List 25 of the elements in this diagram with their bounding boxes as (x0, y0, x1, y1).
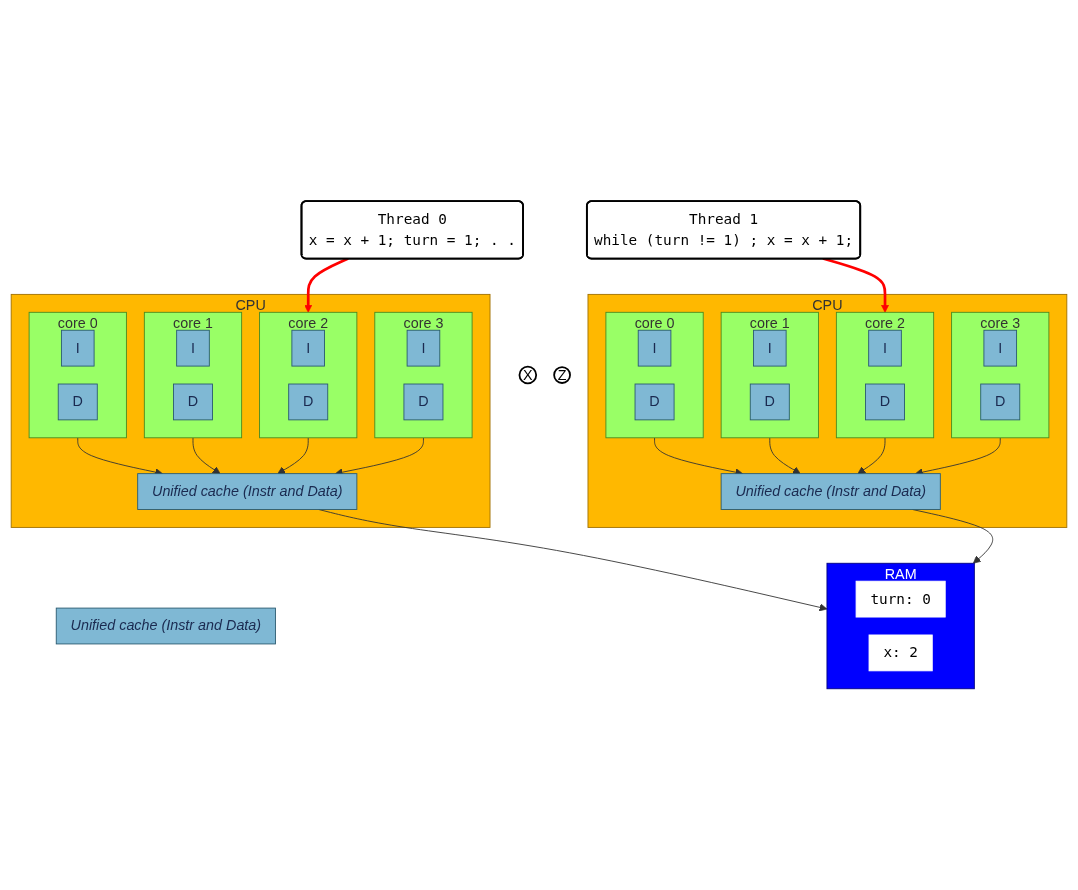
node-box: I (176, 329, 210, 367)
node-box: Unified cache (Instr and Data) (137, 473, 358, 510)
node-box: I (983, 329, 1018, 367)
node-box: D (865, 383, 905, 421)
node-box: D (288, 383, 329, 421)
node-box: turn: 0 (855, 580, 946, 618)
node-box: I (637, 329, 672, 367)
arrow (304, 257, 349, 313)
node-box: D (403, 383, 444, 421)
node-box: I (291, 329, 325, 367)
node-box: D (173, 383, 213, 421)
node-box: D (749, 383, 790, 421)
node-box: I (753, 329, 787, 367)
arrow (822, 257, 889, 313)
node-box: D (57, 383, 98, 421)
node-box: Unified cache (Instr and Data) (55, 607, 276, 645)
node-box: D (634, 383, 675, 421)
node-box: x: 2 (868, 634, 933, 672)
node-box: I (60, 329, 95, 367)
node-circle: X (518, 365, 538, 385)
node-circle: Z (553, 366, 571, 384)
node-box: I (868, 329, 902, 367)
node-box: I (406, 329, 441, 367)
node-box: D (980, 383, 1021, 421)
node-box: Unified cache (Instr and Data) (720, 473, 941, 510)
